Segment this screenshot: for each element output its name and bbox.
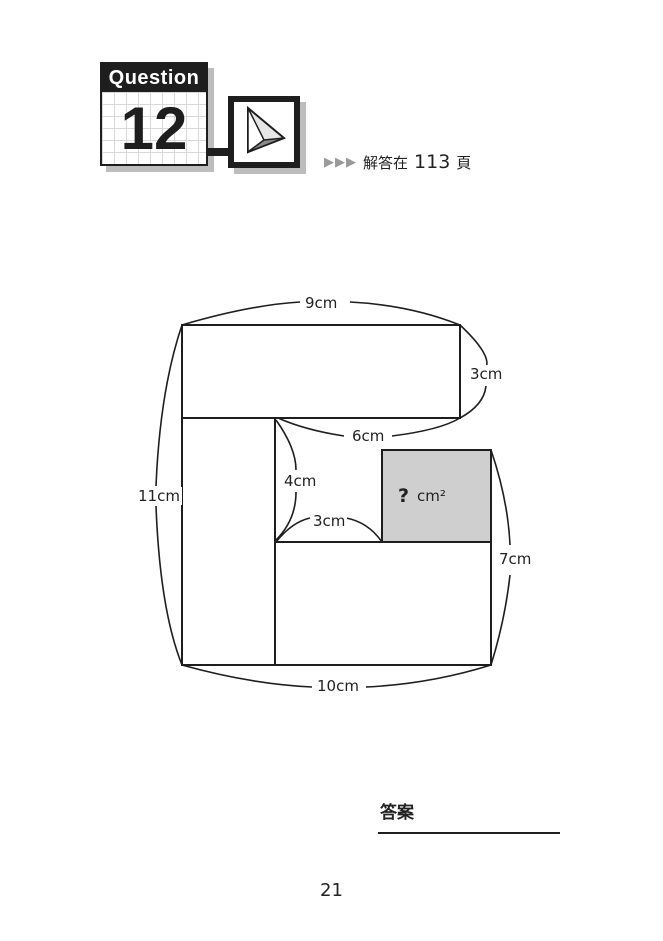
pyramid-icon xyxy=(228,96,300,168)
dim-right-bottom-height: 7cm xyxy=(497,550,534,568)
arc-top-right xyxy=(349,301,461,326)
question-unit: cm² xyxy=(417,487,446,505)
answer-line[interactable] xyxy=(378,832,560,834)
arc-left-a xyxy=(155,324,183,487)
arc-right-bot-b xyxy=(490,574,511,666)
answer-label: 答案 xyxy=(380,803,414,823)
question-mark: ? xyxy=(398,485,410,507)
left-rectangle xyxy=(181,417,276,666)
arc-top-left xyxy=(181,301,301,326)
arc-bottom-b xyxy=(365,664,492,688)
arc-inner-b xyxy=(275,491,297,541)
badge-card: Question 12 xyxy=(100,62,208,166)
answer-reference: ▶▶▶ 解答在 113 頁 xyxy=(324,150,471,174)
page-number: 21 xyxy=(320,880,343,901)
arc-bottom-a xyxy=(181,664,313,688)
badge-connector xyxy=(208,148,228,156)
unknown-area-label: ? cm² xyxy=(398,485,488,507)
arc-right-top-a xyxy=(459,324,488,369)
question-number: 12 xyxy=(120,95,188,162)
badge-label: Question xyxy=(102,64,206,92)
arc-right-top-b xyxy=(459,385,487,419)
arc-inner-a xyxy=(275,419,297,471)
bottom-rectangle xyxy=(274,541,492,666)
badge-grid xyxy=(102,92,206,164)
arc-left-b xyxy=(155,505,183,666)
dim-top-width: 9cm xyxy=(303,294,340,312)
answer-page: 113 xyxy=(414,151,451,173)
arc-inner-top-a xyxy=(277,417,345,437)
dim-right-top-height: 3cm xyxy=(468,365,505,383)
top-rectangle xyxy=(181,324,461,419)
dim-inner-top: 6cm xyxy=(350,427,387,445)
arc-step-a xyxy=(275,517,311,543)
dim-inner-height: 4cm xyxy=(282,472,319,490)
dim-inner-step: 3cm xyxy=(311,512,348,530)
answer-suffix: 頁 xyxy=(456,153,472,172)
answer-prefix: 解答在 xyxy=(363,153,409,172)
triple-arrow-icon: ▶▶▶ xyxy=(324,154,357,170)
dim-left-height: 11cm xyxy=(136,487,182,505)
arc-step-b xyxy=(345,517,383,543)
arc-right-bot-a xyxy=(490,449,511,546)
dim-bottom-width: 10cm xyxy=(315,677,361,695)
arc-inner-top-b xyxy=(391,417,461,437)
